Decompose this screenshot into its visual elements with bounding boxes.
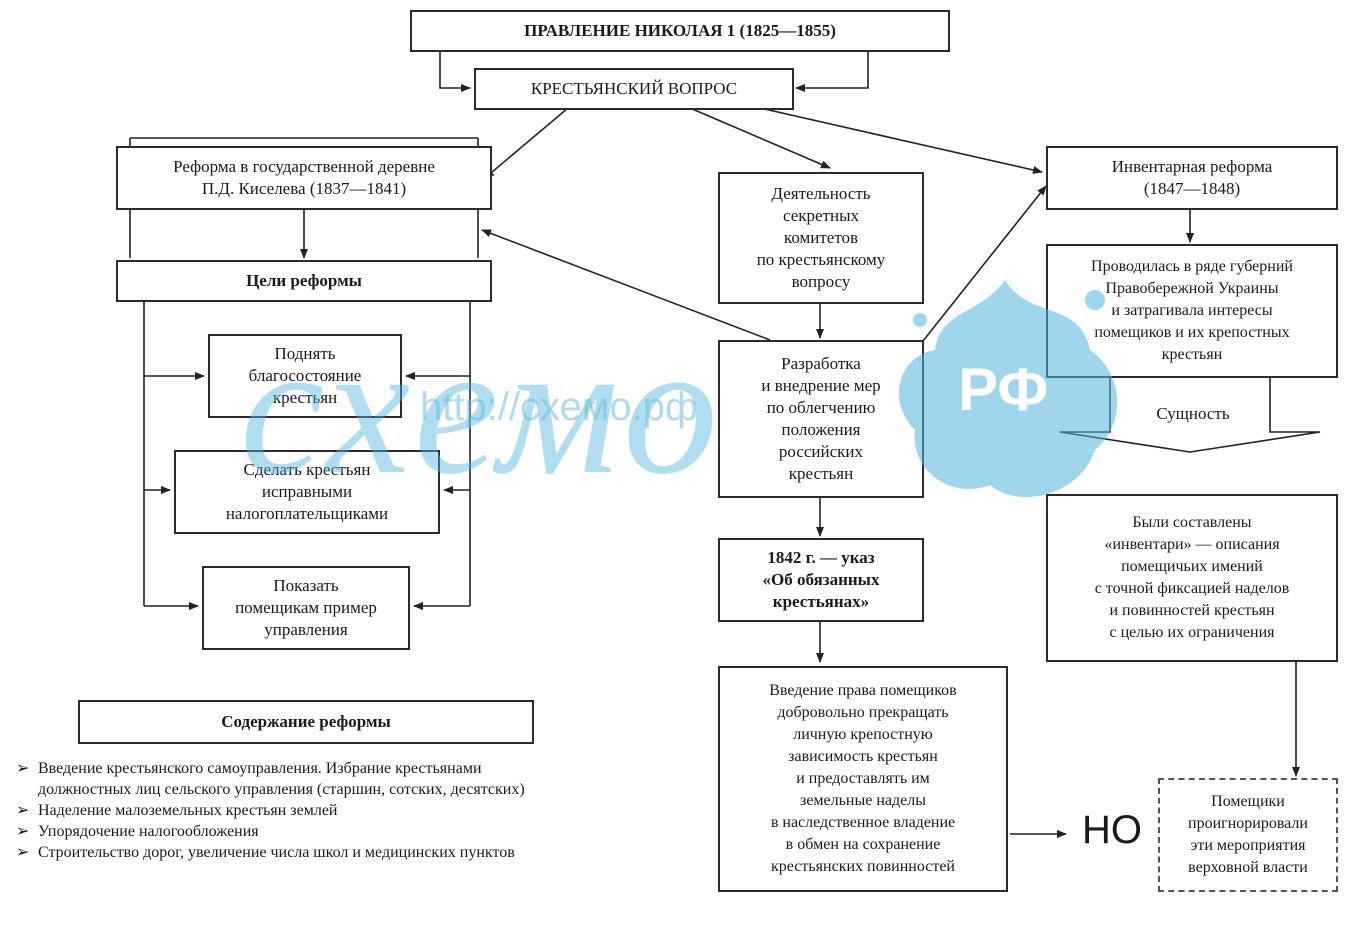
essence-label: Сущность	[1156, 404, 1230, 423]
bullet-arrow-icon: ➢	[16, 760, 30, 777]
peasant-question-box: КРЕСТЬЯНСКИЙ ВОПРОС	[474, 68, 794, 110]
decree-1842-box: 1842 г. — указ «Об обязанных крестьянах»	[718, 538, 924, 622]
inventory-region-box: Проводилась в ряде губерний Правобережно…	[1046, 244, 1338, 378]
bullet-arrow-icon: ➢	[16, 823, 30, 840]
list-item: ➢Упорядочение налогообложения	[16, 823, 259, 840]
list-item: ➢Наделение малоземельных крестьян землей	[16, 802, 338, 819]
goal-box-wellbeing: Поднять благосостояние крестьян	[208, 334, 402, 418]
but-label: НО	[1082, 808, 1142, 852]
list-item: ➢Введение крестьянского самоуправления. …	[16, 760, 525, 798]
bullet-arrow-icon: ➢	[16, 844, 30, 861]
inventory-reform-box: Инвентарная реформа (1847—1848)	[1046, 146, 1338, 210]
reform-content-list: ➢Введение крестьянского самоуправления. …	[14, 758, 554, 863]
goal-box-example: Показать помещикам пример управления	[202, 566, 410, 650]
landowners-ignored-box: Помещики проигнорировали эти мероприятия…	[1158, 778, 1338, 892]
reform-content-box: Содержание реформы	[78, 700, 534, 744]
goal-box-taxpayers: Сделать крестьян исправными налогоплател…	[174, 450, 440, 534]
title-box: ПРАВЛЕНИЕ НИКОЛАЯ 1 (1825—1855)	[410, 10, 950, 52]
inventory-essence-box: Были составлены «инвентари» — описания п…	[1046, 494, 1338, 662]
bullet-arrow-icon: ➢	[16, 802, 30, 819]
kiselev-reform-box: Реформа в государственной деревне П.Д. К…	[116, 146, 492, 210]
secret-committees-box: Деятельность секретных комитетов по крес…	[718, 172, 924, 304]
landowner-right-box: Введение права помещиков добровольно пре…	[718, 666, 1008, 892]
list-item: ➢Строительство дорог, увеличение числа ш…	[16, 844, 515, 861]
reform-goals-box: Цели реформы	[116, 260, 492, 302]
relief-measures-box: Разработка и внедрение мер по облегчению…	[718, 340, 924, 498]
